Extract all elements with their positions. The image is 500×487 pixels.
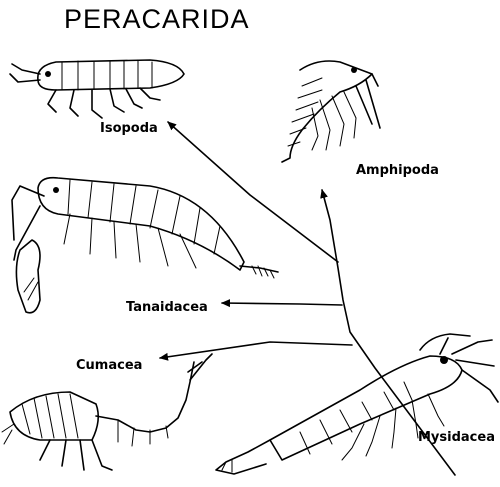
label-tanaidacea: Tanaidacea xyxy=(126,300,208,315)
label-isopoda: Isopoda xyxy=(100,121,158,136)
label-mysidacea: Mysidacea xyxy=(418,430,495,445)
tanaidacea-illustration xyxy=(12,178,278,313)
label-cumacea: Cumacea xyxy=(76,358,142,373)
label-amphipoda: Amphipoda xyxy=(356,163,439,178)
cumacea-branch xyxy=(160,342,352,358)
amphipoda-illustration xyxy=(282,61,380,162)
isopoda-branch xyxy=(168,122,338,262)
tanaidacea-branch xyxy=(222,303,342,305)
mysidacea-illustration xyxy=(216,334,498,474)
isopoda-illustration xyxy=(10,60,184,118)
